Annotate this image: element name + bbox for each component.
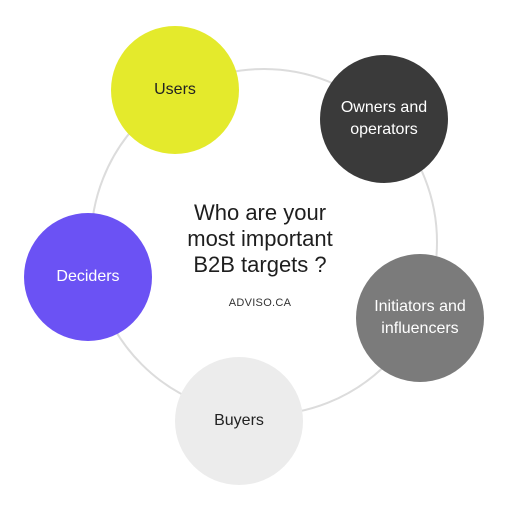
- node-deciders-line-1: Deciders: [56, 268, 120, 285]
- question-line-3: B2B targets ?: [193, 252, 327, 277]
- question-line-1: Who are your: [193, 200, 327, 225]
- node-users: Users: [111, 26, 239, 154]
- question-line-2: most important: [187, 226, 333, 251]
- central-question: Who are your most important B2B targets …: [160, 200, 360, 278]
- node-deciders: Deciders: [24, 213, 152, 341]
- node-owners-line-2: operators: [350, 121, 418, 138]
- node-users-label: Users: [154, 79, 196, 101]
- node-initiators-label: Initiators and influencers: [374, 296, 466, 340]
- node-users-line-1: Users: [154, 81, 196, 98]
- node-owners-label: Owners and operators: [341, 97, 427, 141]
- node-deciders-label: Deciders: [56, 266, 119, 288]
- node-buyers-label: Buyers: [214, 410, 264, 432]
- node-initiators-and-influencers: Initiators and influencers: [356, 254, 484, 382]
- node-initiators-line-2: influencers: [381, 320, 459, 337]
- brand-caption: ADVISO.CA: [228, 297, 292, 309]
- node-buyers-line-1: Buyers: [214, 412, 264, 429]
- node-owners-line-1: Owners and: [340, 99, 428, 116]
- node-initiators-line-1: Initiators and: [374, 298, 466, 315]
- node-owners-and-operators: Owners and operators: [320, 55, 448, 183]
- node-buyers: Buyers: [175, 357, 303, 485]
